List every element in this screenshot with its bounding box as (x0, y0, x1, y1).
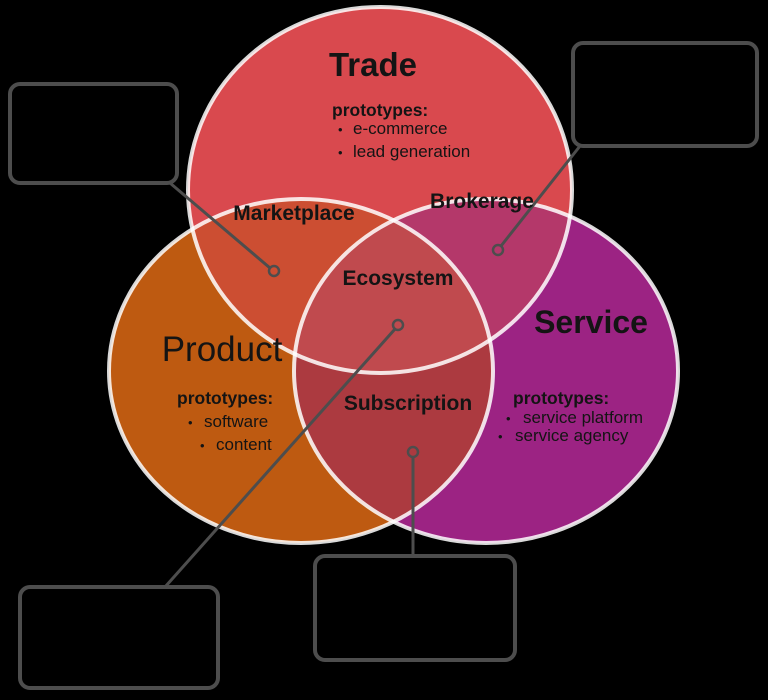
product-circle-title: Product (162, 330, 283, 369)
bullet-icon: • (188, 415, 193, 430)
brokerage-label: Brokerage (430, 190, 534, 213)
service-prototype-item: service platform (523, 408, 643, 427)
marketplace-endpoint-circle (267, 264, 281, 278)
service-circle-title: Service (534, 304, 648, 340)
bullet-icon: • (200, 438, 205, 453)
callout-box-top-right (571, 41, 759, 148)
brokerage-connector-line (499, 145, 582, 247)
connectors (163, 145, 582, 588)
product-circle-outline (107, 197, 495, 545)
callout-box-bottom-left (18, 585, 220, 690)
service-circle-outline (292, 197, 680, 545)
bullet-icon: • (338, 145, 343, 160)
trade-prototype-item: e-commerce (353, 119, 447, 138)
marketplace-label: Marketplace (233, 202, 354, 225)
callout-box-top-left (8, 82, 179, 185)
trade-prototypes-list: prototypes: • e-commerce • lead generati… (332, 100, 470, 161)
trade-prototype-item: lead generation (353, 142, 470, 161)
ecosystem-endpoint-circle (391, 318, 405, 332)
product-prototypes-heading: prototypes: (177, 388, 273, 408)
service-prototypes-heading: prototypes: (513, 388, 609, 408)
brokerage-endpoint-circle (491, 243, 505, 257)
trade-prototypes-heading: prototypes: (332, 100, 428, 120)
bullet-icon: • (506, 411, 511, 426)
callout-boxes (8, 41, 759, 690)
product-prototypes-list: prototypes: • software • content (177, 388, 273, 454)
ecosystem-label: Ecosystem (343, 267, 454, 290)
service-prototype-item: service agency (515, 426, 629, 445)
trade-circle-title: Trade (329, 46, 417, 83)
marketplace-connector-line (169, 181, 271, 270)
subscription-endpoint-circle (406, 445, 420, 459)
product-prototype-item: content (216, 435, 272, 454)
subscription-label: Subscription (344, 392, 472, 415)
bullet-icon: • (498, 429, 503, 444)
trade-circle-outline (186, 5, 574, 375)
ecosystem-connector-line (163, 328, 397, 588)
circle-outlines (107, 5, 680, 545)
product-prototype-item: software (204, 412, 268, 431)
callout-box-bottom-center (313, 554, 517, 662)
service-prototypes-list: prototypes: • service platform • service… (498, 388, 643, 445)
bullet-icon: • (338, 122, 343, 137)
